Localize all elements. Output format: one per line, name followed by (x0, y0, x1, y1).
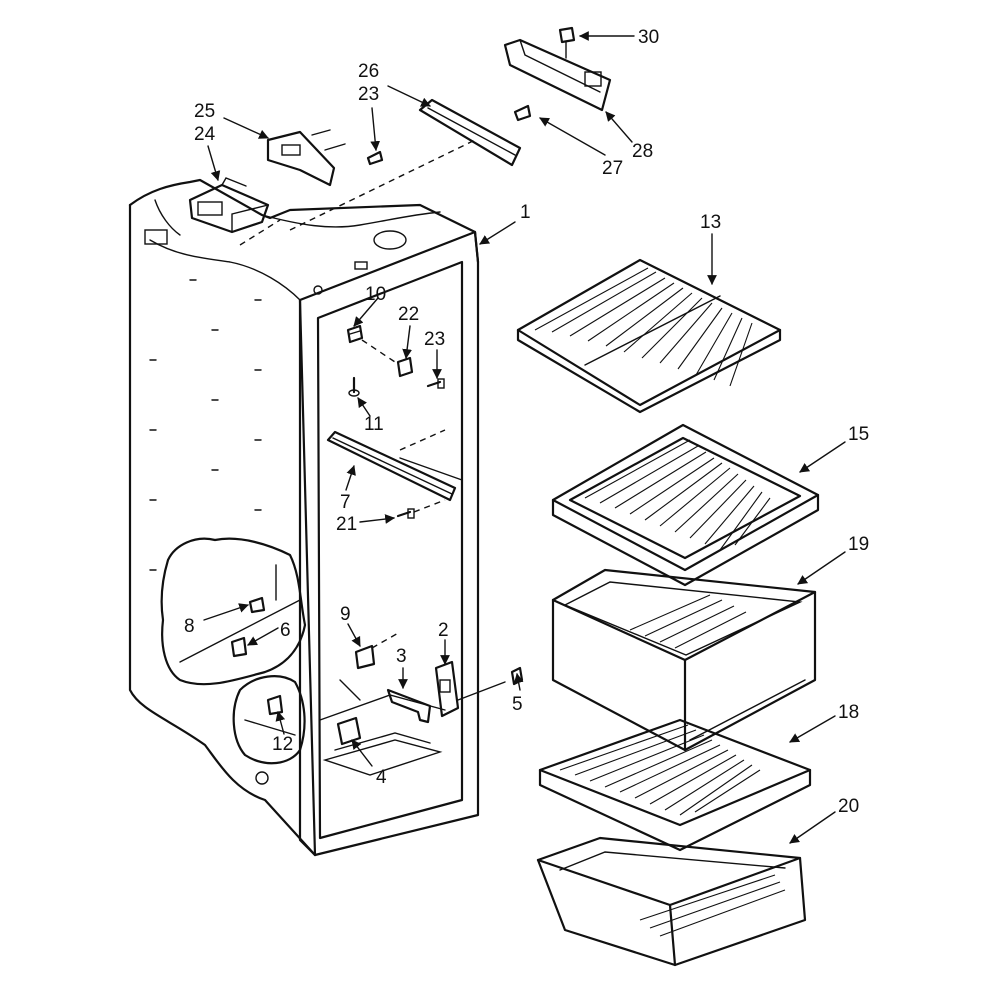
label-5: 5 (512, 694, 523, 715)
cabinet-liner (128, 178, 480, 857)
part-18-glass-shelf (538, 718, 812, 852)
label-25: 25 (194, 101, 215, 122)
label-10: 10 (365, 284, 386, 305)
part-28-housing (503, 38, 612, 112)
label-21: 21 (336, 514, 357, 535)
label-28: 28 (632, 141, 653, 162)
label-6: 6 (280, 620, 291, 641)
label-2: 2 (438, 620, 449, 641)
part-21-screw (396, 499, 446, 519)
label-20: 20 (838, 796, 859, 817)
label-13: 13 (700, 212, 721, 233)
part-25-bracket (266, 129, 346, 187)
part-4-block (336, 716, 362, 746)
label-22: 22 (398, 304, 419, 325)
part-10-bracket (346, 324, 364, 344)
callout-labels: 30 26 23 28 27 25 24 1 13 10 22 23 11 15… (184, 27, 869, 817)
part-30-clip (558, 26, 576, 59)
part-24-control-box (188, 177, 270, 234)
label-15: 15 (848, 424, 869, 445)
label-3: 3 (396, 646, 407, 667)
part-11-screw (348, 376, 360, 397)
label-1: 1 (520, 202, 531, 223)
label-27: 27 (602, 158, 623, 179)
label-12: 12 (272, 734, 293, 755)
part-13-wire-shelf (516, 258, 782, 414)
label-24: 24 (194, 124, 216, 145)
part-15-glass-shelf (551, 423, 820, 587)
part-20-drawer (536, 836, 807, 967)
label-11: 11 (364, 414, 384, 435)
label-9: 9 (340, 604, 351, 625)
part-27-screw (513, 104, 532, 122)
label-30: 30 (638, 27, 659, 48)
part-22-clip (396, 356, 414, 378)
callout-lines (203, 31, 846, 844)
part-8-fastener (248, 596, 266, 614)
part-3-bracket (386, 688, 432, 724)
part-19-crisper-bin (551, 568, 817, 752)
label-23-middle: 23 (424, 329, 445, 350)
part-7-rail (326, 429, 463, 502)
label-18: 18 (838, 702, 859, 723)
label-7: 7 (340, 492, 351, 513)
part-9-hinge-pin (354, 631, 401, 670)
part-12-fastener (266, 694, 284, 716)
part-6-fastener (230, 636, 248, 658)
label-4: 4 (376, 767, 387, 788)
part-26-rail (418, 98, 522, 167)
part-2-hinge (434, 660, 506, 718)
label-23-top: 23 (358, 84, 379, 105)
label-26: 26 (358, 61, 379, 82)
part-23-screw-top (366, 150, 384, 166)
label-19: 19 (848, 534, 869, 555)
part-23-screw-middle (426, 378, 445, 389)
label-8: 8 (184, 616, 195, 637)
